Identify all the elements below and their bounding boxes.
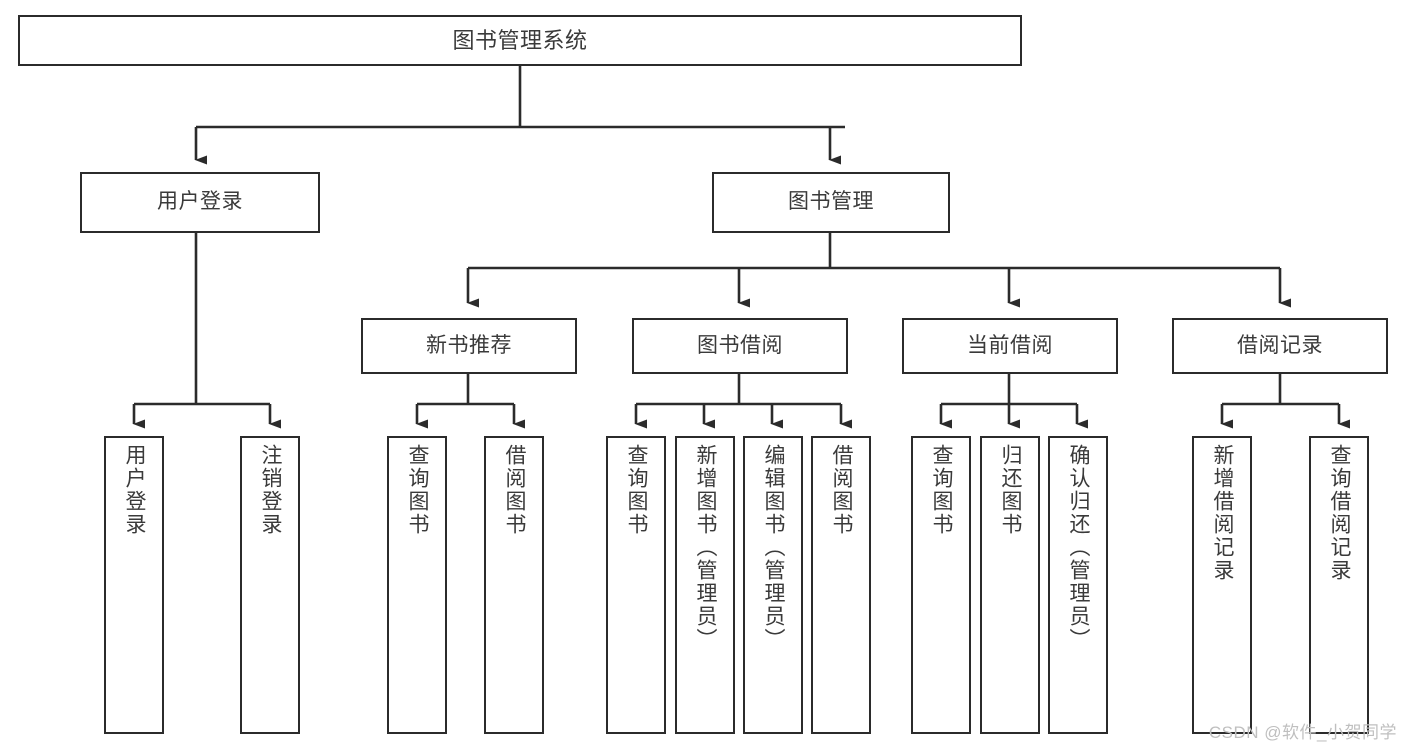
node-book-management[interactable]: 图书管理 bbox=[712, 172, 950, 233]
leaf-logout[interactable]: 注销登录 bbox=[240, 436, 300, 734]
node-label: 图书借阅 bbox=[697, 333, 783, 357]
node-label: 查询图书 bbox=[406, 444, 430, 536]
leaf-query-book-recommend[interactable]: 查询图书 bbox=[387, 436, 447, 734]
node-label: 借阅图书 bbox=[503, 444, 527, 536]
node-label: 用户登录 bbox=[123, 444, 147, 536]
node-root-system[interactable]: 图书管理系统 bbox=[18, 15, 1022, 66]
node-label: 新增借阅记录 bbox=[1211, 444, 1235, 582]
node-label: 注销登录 bbox=[259, 444, 283, 536]
leaf-borrow-book[interactable]: 借阅图书 bbox=[811, 436, 871, 734]
node-label: 新增图书（管理员） bbox=[694, 444, 718, 651]
leaf-confirm-return-admin[interactable]: 确认归还（管理员） bbox=[1048, 436, 1108, 734]
leaf-user-login[interactable]: 用户登录 bbox=[104, 436, 164, 734]
node-borrow-record[interactable]: 借阅记录 bbox=[1172, 318, 1388, 374]
node-label: 借阅图书 bbox=[830, 444, 854, 536]
leaf-query-borrow-record[interactable]: 查询借阅记录 bbox=[1309, 436, 1369, 734]
leaf-query-book-current[interactable]: 查询图书 bbox=[911, 436, 971, 734]
node-label: 查询借阅记录 bbox=[1328, 444, 1352, 582]
node-new-book-recommend[interactable]: 新书推荐 bbox=[361, 318, 577, 374]
node-label: 编辑图书（管理员） bbox=[762, 444, 786, 651]
node-current-borrow[interactable]: 当前借阅 bbox=[902, 318, 1118, 374]
leaf-query-book[interactable]: 查询图书 bbox=[606, 436, 666, 734]
node-label: 图书管理系统 bbox=[452, 27, 588, 53]
node-label: 用户登录 bbox=[157, 190, 243, 214]
leaf-return-book[interactable]: 归还图书 bbox=[980, 436, 1040, 734]
node-label: 当前借阅 bbox=[967, 333, 1053, 357]
node-label: 新书推荐 bbox=[426, 333, 512, 357]
node-label: 确认归还（管理员） bbox=[1067, 444, 1091, 651]
node-user-login[interactable]: 用户登录 bbox=[80, 172, 320, 233]
node-label: 图书管理 bbox=[788, 190, 874, 214]
leaf-edit-book-admin[interactable]: 编辑图书（管理员） bbox=[743, 436, 803, 734]
node-book-borrow[interactable]: 图书借阅 bbox=[632, 318, 848, 374]
node-label: 查询图书 bbox=[930, 444, 954, 536]
watermark: CSDN @软件_小贺同学 bbox=[1208, 723, 1397, 742]
node-label: 查询图书 bbox=[625, 444, 649, 536]
leaf-add-book-admin[interactable]: 新增图书（管理员） bbox=[675, 436, 735, 734]
leaf-borrow-book-recommend[interactable]: 借阅图书 bbox=[484, 436, 544, 734]
node-label: 归还图书 bbox=[999, 444, 1023, 536]
node-label: 借阅记录 bbox=[1237, 333, 1323, 357]
leaf-add-borrow-record[interactable]: 新增借阅记录 bbox=[1192, 436, 1252, 734]
